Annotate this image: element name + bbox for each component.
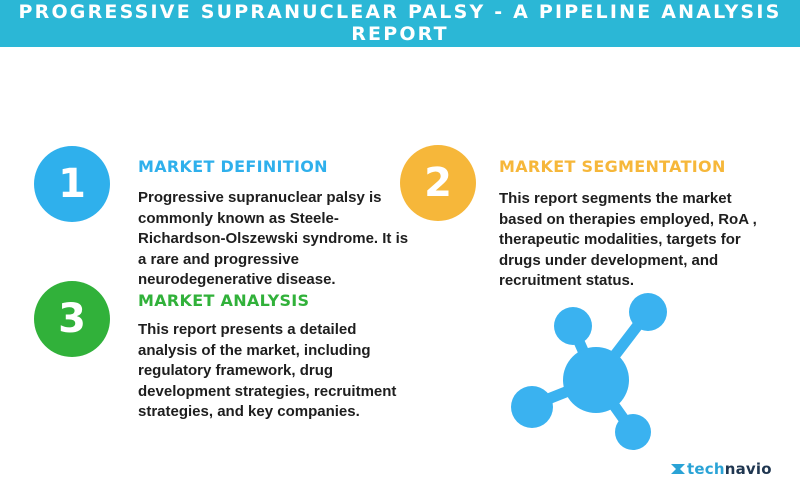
brand-name-part-2: navio xyxy=(724,460,772,478)
section-3-number-badge: 3 xyxy=(34,281,110,357)
section-2-number-badge: 2 xyxy=(400,145,476,221)
section-1-heading: MARKET DEFINITION xyxy=(138,157,328,176)
section-2-heading: MARKET SEGMENTATION xyxy=(499,157,726,176)
section-3-text: This report presents a detailed analysis… xyxy=(138,321,397,420)
section-1-text: Progressive supranuclear palsy is common… xyxy=(138,189,409,288)
molecule-icon xyxy=(511,293,667,450)
section-2-text: This report segments the market based on… xyxy=(499,190,757,289)
section-1-number-badge: 1 xyxy=(34,146,110,222)
brand-name-part-1: tech xyxy=(687,460,725,478)
page-title: PROGRESSIVE SUPRANUCLEAR PALSY - A PIPEL… xyxy=(18,1,782,45)
section-3-heading: MARKET ANALYSIS xyxy=(138,291,310,310)
technavio-logo-icon xyxy=(671,464,685,474)
header-banner: PROGRESSIVE SUPRANUCLEAR PALSY - A PIPEL… xyxy=(0,0,800,47)
brand-name: technavio xyxy=(687,460,772,478)
technavio-logo: technavio xyxy=(671,459,772,479)
